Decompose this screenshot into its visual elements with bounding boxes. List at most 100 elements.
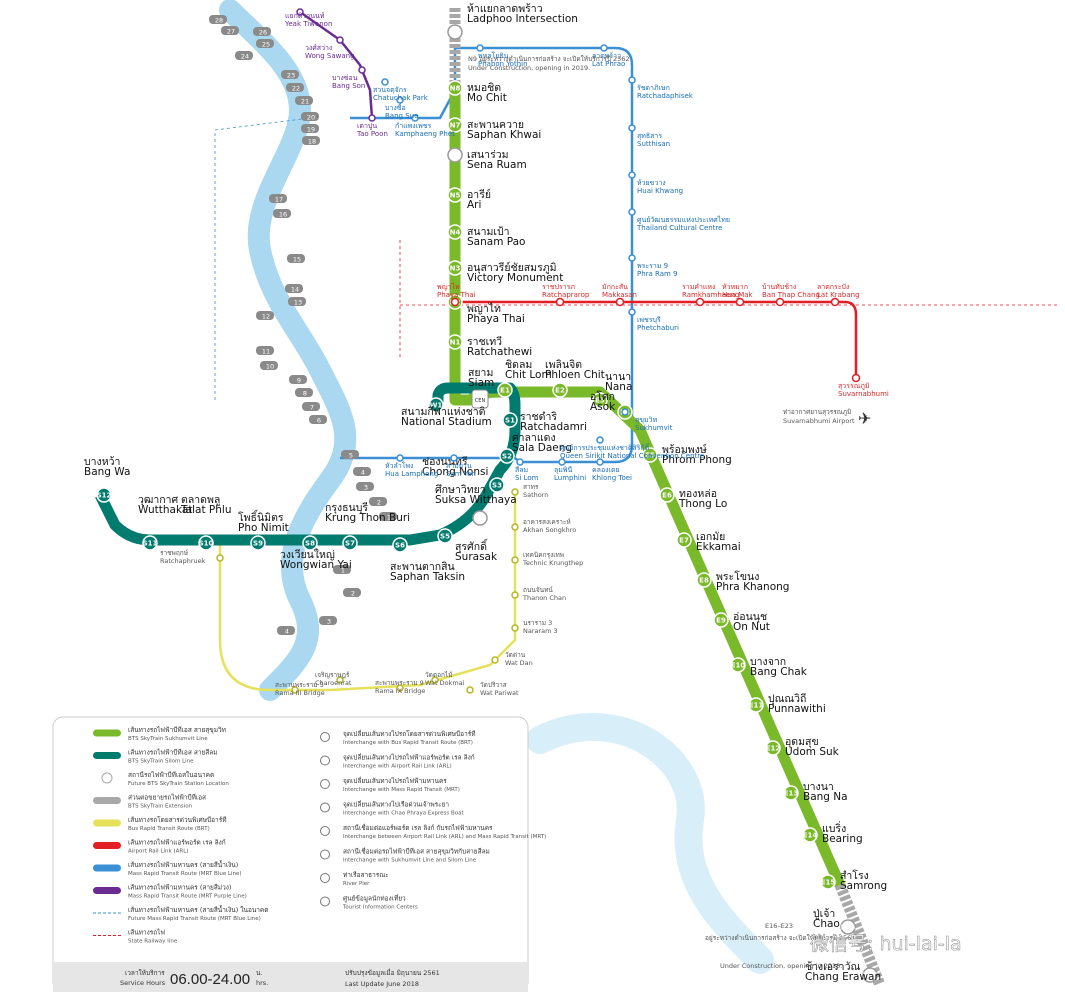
river-pier[interactable]: 19 (301, 124, 319, 134)
river-pier[interactable]: 25 (256, 39, 274, 49)
mrt-blue-station[interactable]: ศูนย์การประชุมแห่งชาติสิริกิติ์Queen Sir… (560, 436, 704, 460)
river-pier[interactable]: 9 (289, 375, 307, 385)
brt-station[interactable]: เจริญราษฎร์Charoenrat (315, 671, 352, 687)
brt-station[interactable]: ราชพฤกษ์Ratchaphruek (160, 549, 224, 565)
mrt-blue-station[interactable]: ลุมพินีLumphini (554, 458, 586, 482)
river-pier[interactable]: 26 (253, 27, 271, 37)
river-pier[interactable]: 3 (356, 482, 374, 492)
river-pier[interactable]: 18 (302, 136, 320, 146)
brt-station[interactable]: วัดดอกไม้Wat Dokmai (425, 671, 465, 687)
brt-station[interactable]: ถนนจันทน์Thanon Chan (511, 586, 566, 602)
brt-station[interactable]: อาคารสงเคราะห์Akhan Songkhro (511, 518, 576, 534)
river-pier[interactable]: 6 (309, 415, 327, 425)
river-pier[interactable]: 10 (260, 361, 278, 371)
river-pier[interactable]: 14 (285, 284, 303, 294)
river-pier[interactable]: 5 (341, 450, 359, 460)
river-pier[interactable]: 4 (277, 626, 295, 636)
river-pier[interactable]: 7 (302, 402, 320, 412)
mrt-purple-station[interactable]: แยกติวานนท์Yeak Tiwanon (284, 8, 332, 28)
river-pier[interactable]: 27 (221, 26, 239, 36)
river-pier[interactable]: 1 (333, 565, 351, 575)
arl-station[interactable]: สุวรรณภูมิSuvarnabhumi (838, 373, 889, 399)
river-pier[interactable]: 12 (256, 311, 274, 321)
river-pier[interactable]: 3 (319, 616, 337, 626)
river-pier[interactable]: 1 (379, 512, 397, 522)
river-pier[interactable]: 28 (209, 15, 227, 25)
river-pier[interactable]: 11 (256, 346, 274, 356)
river-pier[interactable]: 16 (273, 209, 291, 219)
station-s5[interactable]: S5สุรศักดิ์Surasak (437, 528, 498, 563)
river-pier[interactable]: 21 (295, 96, 313, 106)
river-pier[interactable]: 8 (295, 388, 313, 398)
river-pier[interactable]: 2 (369, 497, 387, 507)
river-pier[interactable]: 15 (287, 254, 305, 264)
river-pier[interactable]: 17 (269, 194, 287, 204)
river-pier[interactable]: 13 (288, 297, 306, 307)
river-pier[interactable]: 24 (235, 51, 253, 61)
river-pier[interactable]: 2 (343, 588, 361, 598)
